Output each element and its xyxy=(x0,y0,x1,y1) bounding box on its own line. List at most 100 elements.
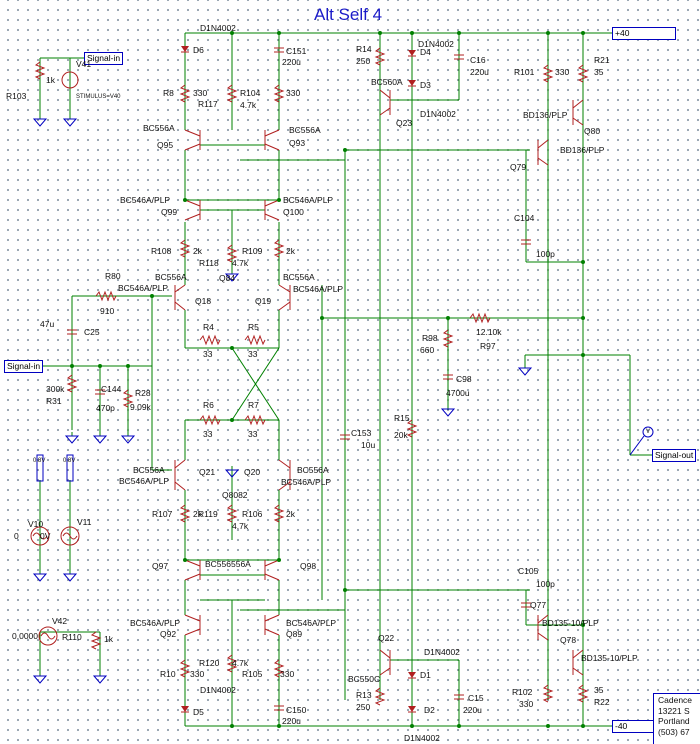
label-q21-type2: BC546A/PLP xyxy=(119,476,170,486)
label-r105: R105 xyxy=(242,669,263,679)
label-d4: D4 xyxy=(420,47,431,57)
plus40-port[interactable]: +40 xyxy=(612,27,676,40)
label-q92-type: BC546A/PLP xyxy=(130,618,181,628)
label-c150-value: 220u xyxy=(282,716,301,726)
label-d1n4002-r1: D1N4002 xyxy=(418,39,454,49)
label-q78: Q78 xyxy=(560,635,577,645)
signal-in-port-top[interactable]: Signal-in xyxy=(84,52,124,65)
label-d1n4002-top: D1N4002 xyxy=(200,23,236,33)
transistors xyxy=(174,89,584,676)
label-c153: C153 xyxy=(351,428,372,438)
label-r4: R4 xyxy=(203,322,214,332)
label-r14-value: 250 xyxy=(356,56,371,66)
label-q19: Q19 xyxy=(255,296,272,306)
label-d1n4002-r4: D1N4002 xyxy=(404,733,440,743)
label-r119: R119 xyxy=(198,509,218,519)
label-q95: Q95 xyxy=(157,140,174,150)
label-r104: R104 xyxy=(240,88,261,98)
label-q92: Q92 xyxy=(160,629,177,639)
label-c104-value: 100p xyxy=(536,249,555,259)
label-r97: R97 xyxy=(480,341,496,351)
label-q21-type: BC556A xyxy=(133,465,165,475)
label-bc556-mid: BC556556A xyxy=(205,559,251,569)
label-stimulus: STIMULUS=V40 xyxy=(76,94,121,100)
label-c98-value: 4700u xyxy=(446,388,470,398)
label-r5: R5 xyxy=(248,322,259,332)
label-r97-value: 12.10k xyxy=(476,327,502,337)
label-q20: Q20 xyxy=(244,467,261,477)
label-q100: Q100 xyxy=(283,207,304,217)
label-r4-value: 33 xyxy=(203,349,213,359)
label-c105: C105 xyxy=(518,566,539,576)
diodes xyxy=(181,46,416,713)
label-r8-value: 330 xyxy=(193,88,208,98)
label-d1n4002-r2: D1N4002 xyxy=(420,109,456,119)
label-r109-value: 4.7k xyxy=(232,258,249,268)
label-q97: Q97 xyxy=(152,561,169,571)
label-r110: R110 xyxy=(62,632,82,642)
label-r101-value: 330 xyxy=(555,67,570,77)
label-q18: Q18 xyxy=(195,296,212,306)
title-block-line-1: Cadence xyxy=(658,695,693,705)
label-bd136-b: BD136/PLP xyxy=(560,145,605,155)
label-r330a: 330 xyxy=(286,88,301,98)
capacitors xyxy=(67,47,531,711)
label-c151: C151 xyxy=(286,46,307,56)
label-r22: R22 xyxy=(594,697,610,707)
label-q21: Q21 xyxy=(199,467,216,477)
label-r15: R15 xyxy=(394,413,410,423)
label-bd135-a: BD135-10/PLP xyxy=(542,618,599,628)
label-q93: Q93 xyxy=(289,138,306,148)
label-q99: Q99 xyxy=(161,207,178,217)
label-r2k-a: 2k xyxy=(286,246,295,256)
label-q80: Q80 xyxy=(584,126,601,136)
label-r120: R120 xyxy=(199,658,220,668)
label-r7-value: 33 xyxy=(248,429,258,439)
junctions xyxy=(70,31,585,728)
label-r15-value: 20k xyxy=(394,430,408,440)
label-q20-type2: BC546A/PLP xyxy=(281,477,332,487)
label-r117: R117 xyxy=(198,99,218,109)
label-c150: C150 xyxy=(286,705,307,715)
schematic-title: Alt Self 4 xyxy=(314,5,383,24)
label-r6-value: 33 xyxy=(203,429,213,439)
label-q95-type: BC556A xyxy=(143,123,175,133)
resistors xyxy=(34,47,589,706)
label-r330b: 330 xyxy=(280,669,295,679)
title-block: Cadence 13221 S Portland (503) 67 xyxy=(653,693,700,744)
signal-in-port-left[interactable]: Signal-in xyxy=(4,360,44,373)
title-block-line-3: Portland xyxy=(658,716,690,726)
label-r102: R102 xyxy=(512,687,533,697)
label-r102-value: 330 xyxy=(519,699,534,709)
label-c104: C104 xyxy=(514,213,535,223)
label-d1: D1 xyxy=(420,670,431,680)
label-r31: R31 xyxy=(46,396,62,406)
label-c25-value: 47u xyxy=(40,319,55,329)
label-c98: C98 xyxy=(456,374,472,384)
label-q79: Q79 xyxy=(510,162,527,172)
label-r7: R7 xyxy=(248,400,259,410)
label-v10-top: 0.8V xyxy=(33,458,46,464)
label-zero: 0 xyxy=(14,531,19,541)
label-r8: R8 xyxy=(163,88,174,98)
label-r108: R108 xyxy=(151,246,172,256)
label-r101: R101 xyxy=(514,67,535,77)
label-r2k-b: 2k xyxy=(286,509,295,519)
label-r5-value: 33 xyxy=(248,349,258,359)
signal-out-port[interactable]: Signal-out xyxy=(652,449,697,462)
label-q98: Q98 xyxy=(300,561,317,571)
label-c16: C16 xyxy=(470,55,486,65)
label-c144-value: 470p xyxy=(96,403,115,413)
label-v42: V42 xyxy=(52,616,68,626)
label-d2: D2 xyxy=(424,705,435,715)
label-bc560a: BC560A xyxy=(371,77,403,87)
label-q18-type: BC556A xyxy=(155,272,187,282)
label-r28-value: 9.09k xyxy=(130,402,151,412)
label-r21-value: 35 xyxy=(594,67,604,77)
label-q18-type2: BC546A/PLP xyxy=(118,283,169,293)
label-q19-type2: BC546A/PLP xyxy=(293,284,344,294)
label-r108-value: 2k xyxy=(193,246,202,256)
label-d5: D5 xyxy=(193,707,204,717)
